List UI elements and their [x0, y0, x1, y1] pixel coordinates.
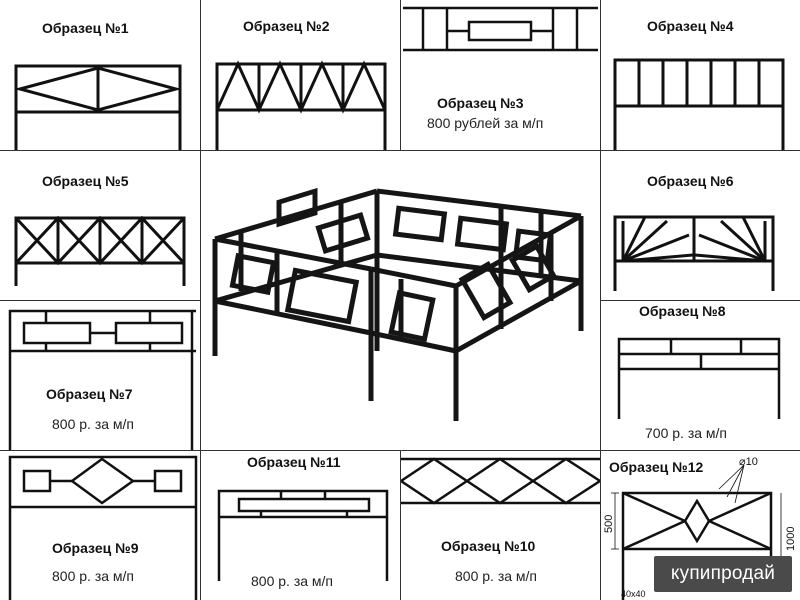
grid-line [400, 450, 401, 600]
grid-line [200, 0, 201, 600]
sample-8-cell: Образец №8 700 р. за м/п [601, 301, 800, 450]
grid-line [0, 300, 200, 301]
fence-drawing-12 [611, 464, 782, 600]
sample-title: Образец №1 [42, 20, 129, 36]
sample-title: Образец №10 [441, 538, 536, 554]
sample-title: Образец №3 [437, 95, 524, 111]
fence-drawing-10 [401, 457, 600, 505]
sample-11-cell: Образец №11 800 р. за м/п [201, 451, 400, 600]
sample-title: Образец №6 [647, 173, 734, 189]
fence-3d-drawing [212, 187, 584, 421]
watermark-badge: купипродай [654, 556, 792, 592]
sample-2-cell: Образец №2 [201, 0, 400, 150]
sample-7-cell: Образец №7 800 р. за м/п [0, 301, 200, 450]
fence-drawing-9 [8, 455, 198, 600]
grid-line [0, 450, 800, 451]
sample-title: Образец №12 [609, 459, 704, 475]
fence-drawing-4 [613, 58, 785, 150]
sample-price: 800 р. за м/п [52, 568, 135, 584]
height-dimension-label: 500 [603, 514, 615, 533]
fence-drawing-7 [8, 309, 196, 450]
sample-9-cell: Образец №9 800 р. за м/п [0, 451, 200, 600]
fence-drawing-1 [14, 64, 182, 150]
sample-price: 800 р. за м/п [455, 568, 538, 584]
sample-title: Образец №9 [52, 540, 139, 556]
sample-price: 800 рублей за м/п [427, 115, 544, 131]
fence-drawing-3 [403, 6, 598, 52]
fence-drawing-6 [613, 215, 775, 291]
sample-5-cell: Образец №5 [0, 151, 200, 300]
sample-3-cell: Образец №3 800 рублей за м/п [401, 0, 600, 150]
sample-6-cell: Образец №6 [601, 151, 800, 300]
sample-4-cell: Образец №4 [601, 0, 800, 150]
fence-drawing-8 [617, 337, 781, 419]
fence-drawing-11 [217, 489, 389, 581]
fence-drawing-5 [14, 215, 186, 286]
sample-10-cell: Образец №10 800 р. за м/п [401, 451, 600, 600]
sample-price: 700 р. за м/п [645, 425, 728, 441]
sample-price: 800 р. за м/п [251, 573, 334, 589]
sample-title: Образец №7 [46, 386, 133, 402]
grid-line [0, 150, 800, 151]
fence-drawing-2 [215, 60, 387, 150]
grid-line [600, 300, 800, 301]
grid-line [400, 0, 401, 150]
fence-3d-cell [201, 151, 600, 450]
sample-title: Образец №4 [647, 18, 734, 34]
sample-title: Образец №5 [42, 173, 129, 189]
sample-1-cell: Образец №1 [0, 0, 200, 150]
post-size-label: 40x40 [621, 589, 646, 599]
total-height-dimension-label: 1000 [785, 526, 797, 551]
sample-title: Образец №8 [639, 303, 726, 319]
sample-title: Образец №2 [243, 18, 330, 34]
sample-title: Образец №11 [247, 454, 341, 470]
sample-price: 800 р. за м/п [52, 416, 135, 432]
